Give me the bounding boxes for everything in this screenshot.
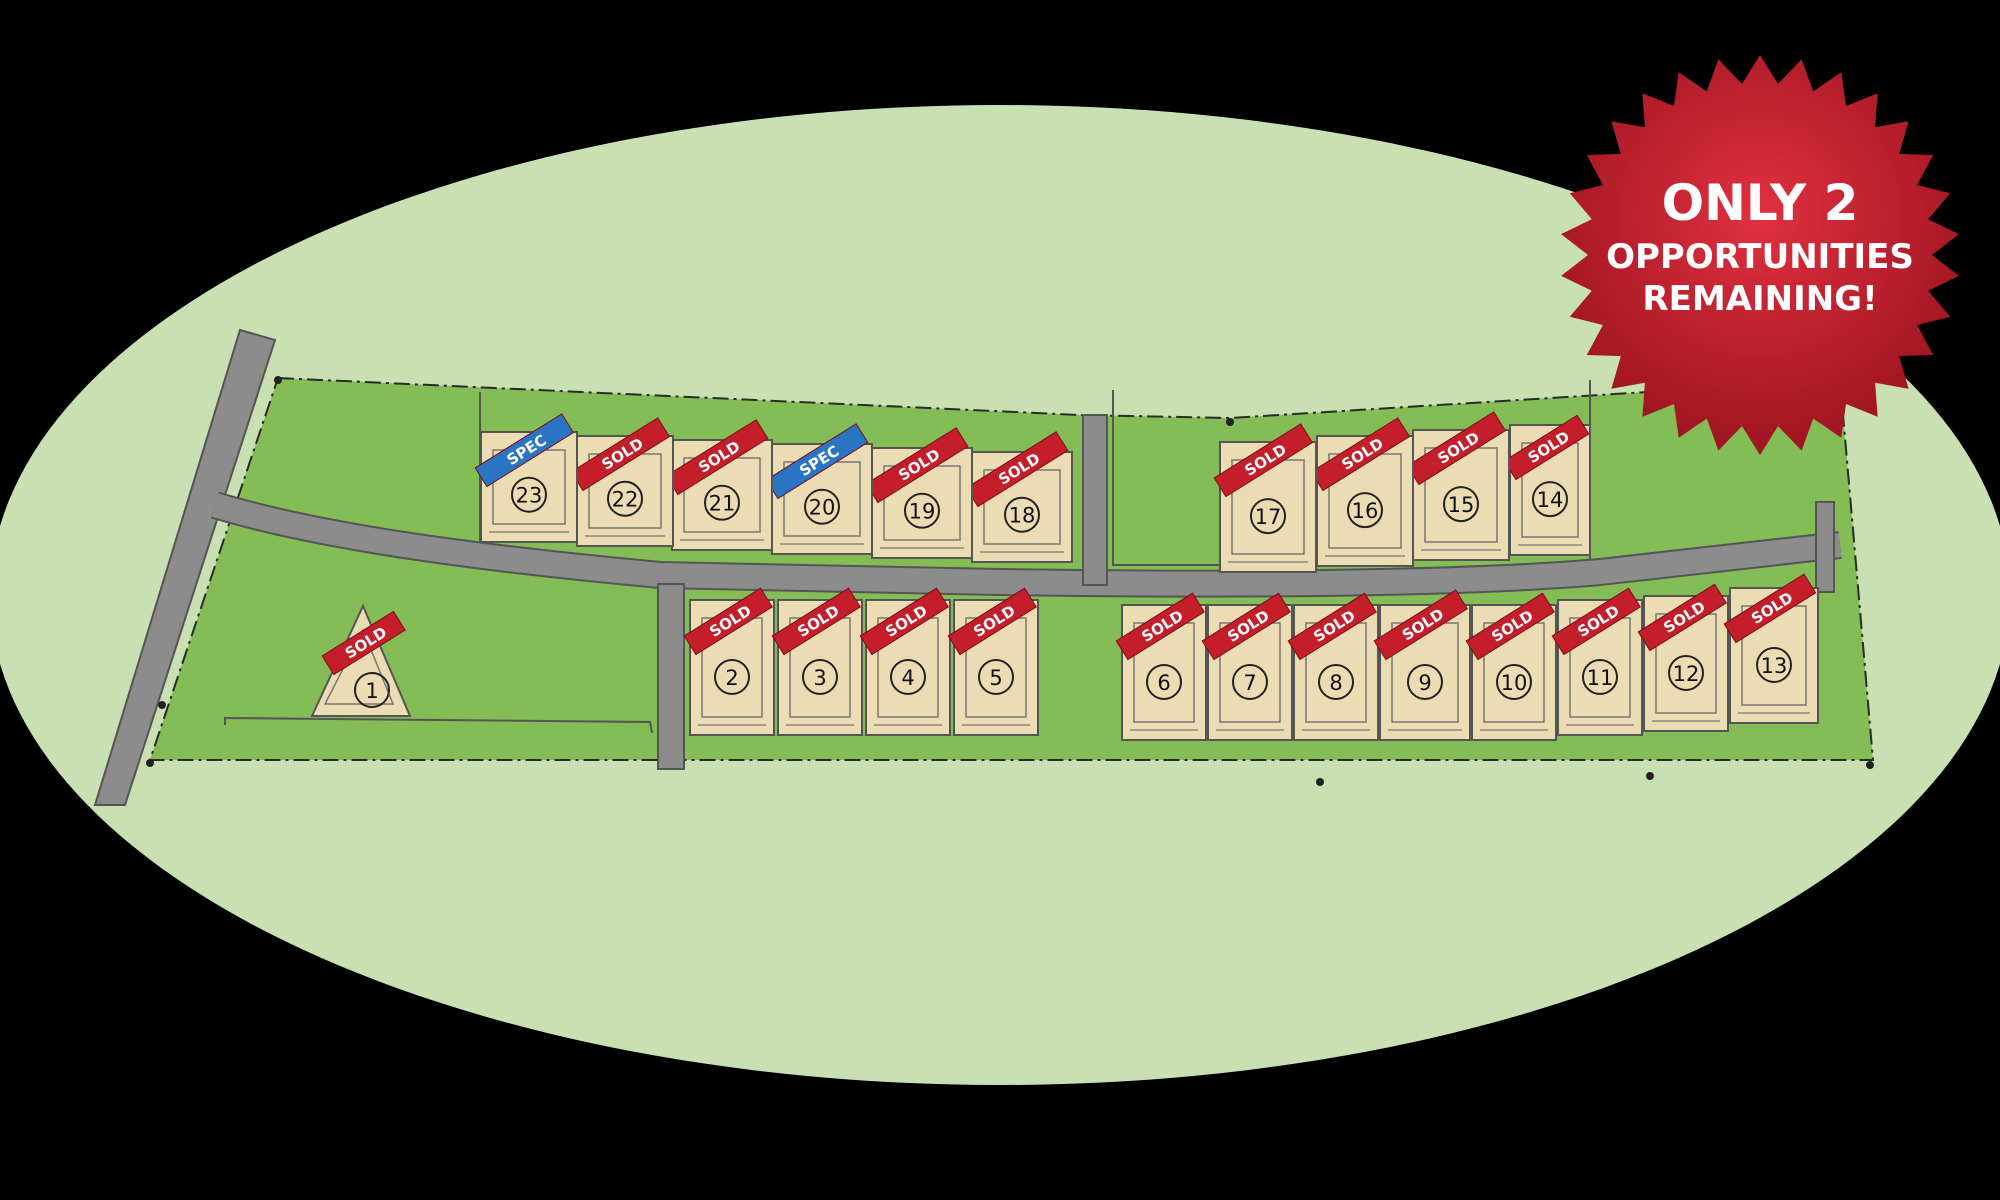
main-road-west <box>93 328 277 806</box>
side-street-south <box>657 583 685 770</box>
lot-number: 21 <box>709 492 736 516</box>
lot-number-ring <box>1146 663 1182 700</box>
lot-number: 9 <box>1418 671 1431 695</box>
status-ribbon: SOLD <box>683 587 773 656</box>
lot-number: 13 <box>1761 654 1788 678</box>
lot-parcel <box>1509 424 1591 556</box>
lot-number: 14 <box>1537 488 1564 512</box>
lot-2[interactable]: SOLD 2 <box>683 587 775 736</box>
lot-number: 19 <box>909 500 936 524</box>
path-line <box>224 716 653 734</box>
lot-number: 10 <box>1501 671 1528 695</box>
lot-number: 5 <box>989 666 1002 690</box>
lot-number: 15 <box>1448 493 1475 517</box>
path-line <box>1112 390 1220 566</box>
lot-number-ring <box>607 480 643 517</box>
badge-line-3: REMAINING! <box>1642 279 1877 319</box>
lot-number: 4 <box>901 666 914 690</box>
lot-number-ring <box>714 658 750 695</box>
lot-number-ring <box>890 658 926 695</box>
main-street-fill <box>211 493 1842 596</box>
lot-number-ring <box>1496 663 1532 700</box>
side-street-north <box>1082 414 1108 586</box>
badge-line-1: ONLY 2 <box>1662 174 1859 232</box>
lot-number-ring <box>1668 654 1704 691</box>
lot-number: 11 <box>1587 666 1614 690</box>
lot-number-ring <box>804 488 840 525</box>
lot-number: 8 <box>1329 671 1342 695</box>
lot-number: 2 <box>725 666 738 690</box>
road-end-cap <box>1815 501 1835 593</box>
lot-number-ring <box>1443 486 1479 523</box>
lot-number-ring <box>904 492 940 529</box>
lot-number-ring <box>802 658 838 695</box>
lot-number-ring <box>1582 658 1618 695</box>
lot-number: 18 <box>1009 504 1036 528</box>
lot-number-ring <box>354 672 390 708</box>
lot-number-ring <box>1250 498 1286 535</box>
lot-number-ring <box>978 658 1014 695</box>
lot-number: 22 <box>612 488 639 512</box>
lot-number: 23 <box>516 484 543 508</box>
lot-number: 20 <box>809 496 836 520</box>
lot-number-ring <box>1407 663 1443 700</box>
lot-number: 7 <box>1243 671 1256 695</box>
lot-number: 17 <box>1255 505 1282 529</box>
lot-number-ring <box>1232 663 1268 700</box>
lot-parcel <box>865 599 951 736</box>
badge-line-2: OPPORTUNITIES <box>1606 237 1914 277</box>
lot-number-ring <box>511 476 547 513</box>
lot-number: 16 <box>1352 499 1379 523</box>
lot-number-ring <box>1347 492 1383 529</box>
lot-number-ring <box>1318 663 1354 700</box>
lot-number: 3 <box>813 666 826 690</box>
lot-number: 1 <box>365 679 378 703</box>
availability-badge: ONLY 2 OPPORTUNITIES REMAINING! <box>1561 55 1959 455</box>
lot-number-ring <box>1756 646 1792 683</box>
starburst-shape <box>1561 55 1959 455</box>
lot-number: 12 <box>1673 662 1700 686</box>
lot-number-ring <box>704 484 740 521</box>
lot-number-ring <box>1004 496 1040 533</box>
lot-number-ring <box>1532 481 1568 518</box>
lot-number: 6 <box>1157 671 1170 695</box>
